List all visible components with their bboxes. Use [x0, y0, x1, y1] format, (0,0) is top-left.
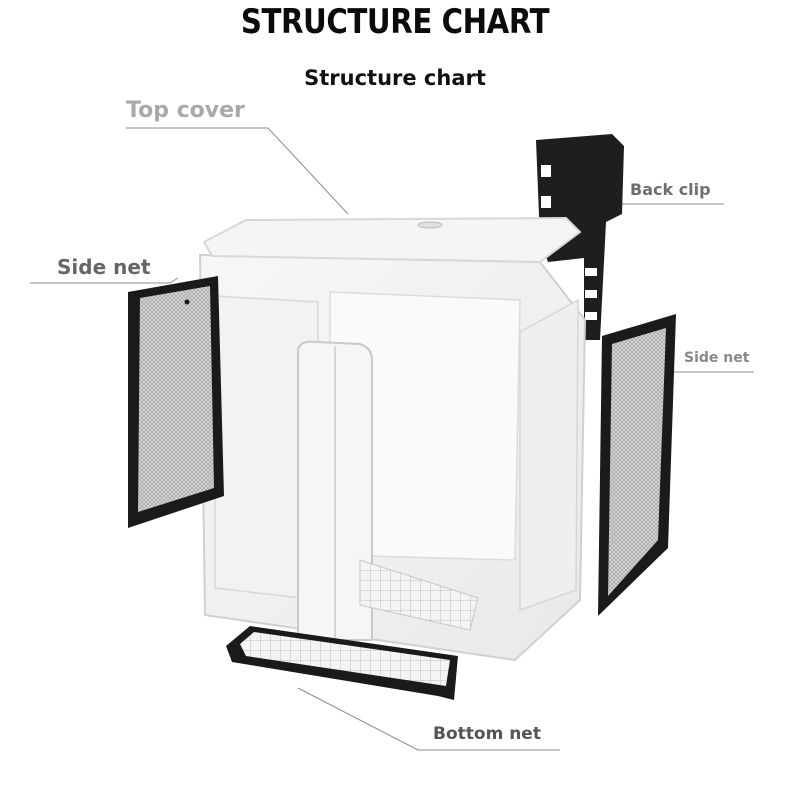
leader-lines [30, 127, 754, 751]
leader-bottom-net [297, 687, 560, 751]
label-top-cover: Top cover [126, 98, 245, 123]
top-cover [202, 216, 582, 264]
label-back-clip: Back clip [630, 180, 711, 199]
main-title: STRUCTURE CHART [240, 2, 550, 42]
bottom-net [226, 626, 458, 700]
label-bottom-net: Bottom net [433, 724, 541, 744]
leader-side-net-left [30, 277, 179, 284]
label-side-net-left: Side net [57, 255, 151, 279]
acrylic-box [198, 253, 587, 662]
back-clip [536, 134, 624, 340]
leader-top-cover [126, 127, 349, 215]
sub-title: Structure chart [304, 66, 486, 90]
side-net-right [598, 314, 676, 616]
side-net-left [128, 276, 224, 528]
label-side-net-right: Side net [684, 350, 750, 366]
